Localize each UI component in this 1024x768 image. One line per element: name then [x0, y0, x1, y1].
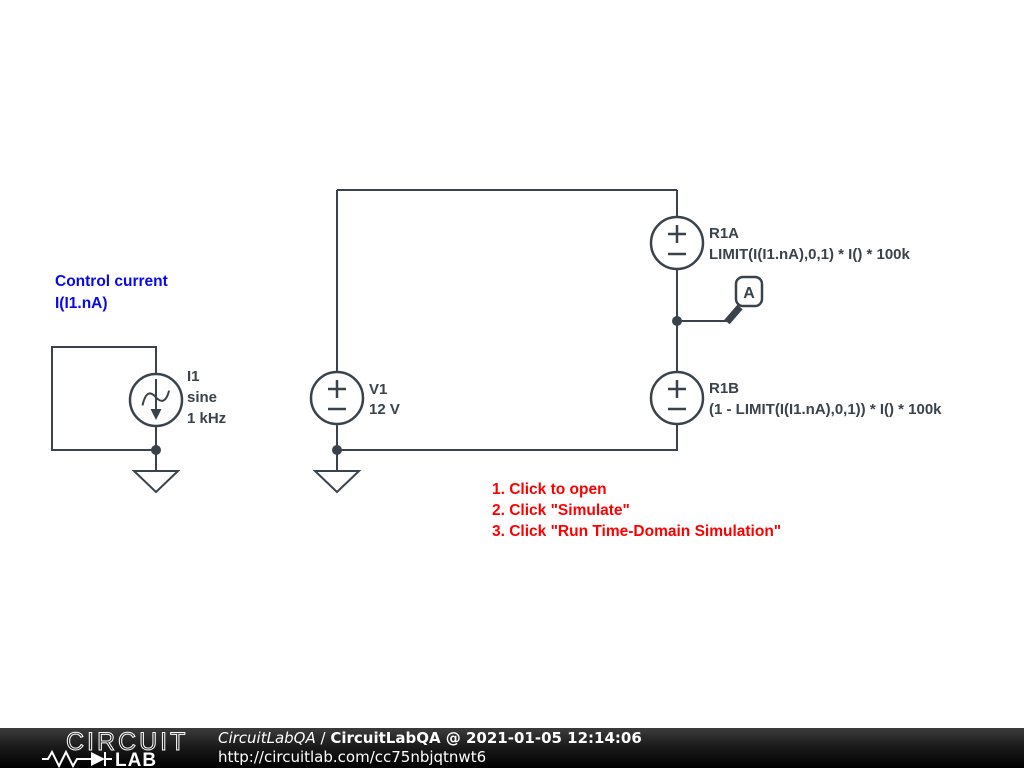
plus-icon — [328, 380, 346, 398]
wire-bottom — [337, 424, 678, 451]
instruction-step-1: 1. Click to open — [492, 481, 607, 498]
control-annotation-line2: I(I1.nA) — [55, 295, 108, 312]
schematic-page[interactable]: I1 sine 1 kHz V1 12 V R1A LIMIT(I(I1.nA)… — [0, 0, 1024, 728]
footer-attribution: CircuitLabQA / CircuitLabQA @ 2021-01-05… — [218, 729, 642, 767]
footer-title-line: CircuitLabQA / CircuitLabQA @ 2021-01-05… — [218, 729, 642, 748]
component-v1-voltage-source[interactable]: V1 12 V — [309, 370, 400, 426]
resistor-icon — [42, 749, 91, 768]
schematic-canvas[interactable]: I1 sine 1 kHz V1 12 V R1A LIMIT(I(I1.nA)… — [0, 0, 1024, 728]
footer-url[interactable]: http://circuitlab.com/cc75nbjqtnwt6 — [218, 748, 487, 766]
r1a-expression: LIMIT(I(I1.nA),0,1) * I() * 100k — [709, 246, 911, 263]
control-annotation: Control current I(I1.nA) — [55, 273, 168, 312]
node-flag-a-box — [734, 275, 764, 308]
node-flag-a-label: A — [743, 285, 755, 302]
circuitlab-logo: CIRCUIT LAB — [42, 728, 188, 768]
instruction-step-3: 3. Click "Run Time-Domain Simulation" — [492, 523, 781, 540]
wire-node-a-pointer — [724, 304, 743, 325]
logo-lab-text: LAB — [115, 750, 157, 768]
plus-icon — [668, 380, 686, 398]
footer-bar: CIRCUIT LAB CircuitLabQA / CircuitLabQA … — [0, 728, 1024, 768]
node-flag-a[interactable]: A — [734, 275, 764, 308]
footer-title-timestamp: CircuitLabQA @ 2021-01-05 12:14:06 — [330, 729, 642, 747]
r1b-designator: R1B — [709, 380, 739, 397]
footer-separator: / — [315, 729, 331, 747]
footer-author: CircuitLabQA — [218, 729, 316, 747]
ground-icon-i1[interactable] — [131, 470, 181, 494]
r1a-designator: R1A — [709, 225, 739, 242]
v1-value: 12 V — [369, 401, 400, 418]
node-dot — [672, 316, 682, 326]
logo-circuit-text: CIRCUIT — [66, 728, 188, 756]
node-dot — [151, 445, 161, 455]
node-dot — [332, 445, 342, 455]
ground-icon-v1[interactable] — [312, 470, 362, 494]
instructions-annotation: 1. Click to open 2. Click "Simulate" 3. … — [492, 481, 781, 540]
r1b-expression: (1 - LIMIT(I(I1.nA),0,1)) * I() * 100k — [709, 401, 942, 418]
diode-icon — [91, 752, 112, 766]
control-annotation-line1: Control current — [55, 273, 168, 290]
plus-icon — [668, 225, 686, 243]
component-i1-current-source[interactable]: I1 sine 1 kHz — [128, 368, 226, 428]
i1-frequency: 1 kHz — [187, 410, 226, 427]
instruction-step-2: 2. Click "Simulate" — [492, 502, 630, 519]
component-r1a-behavioral-source[interactable]: R1A LIMIT(I(I1.nA),0,1) * I() * 100k — [649, 215, 911, 271]
current-arrow-icon — [150, 379, 162, 420]
i1-designator: I1 — [187, 368, 200, 385]
i1-waveform: sine — [187, 389, 217, 406]
sine-wave-icon — [141, 390, 171, 406]
wire-i1-loop — [51, 346, 157, 451]
component-r1b-behavioral-source[interactable]: R1B (1 - LIMIT(I(I1.nA),0,1)) * I() * 10… — [649, 370, 942, 426]
v1-designator: V1 — [369, 381, 387, 398]
wires — [51, 189, 743, 471]
